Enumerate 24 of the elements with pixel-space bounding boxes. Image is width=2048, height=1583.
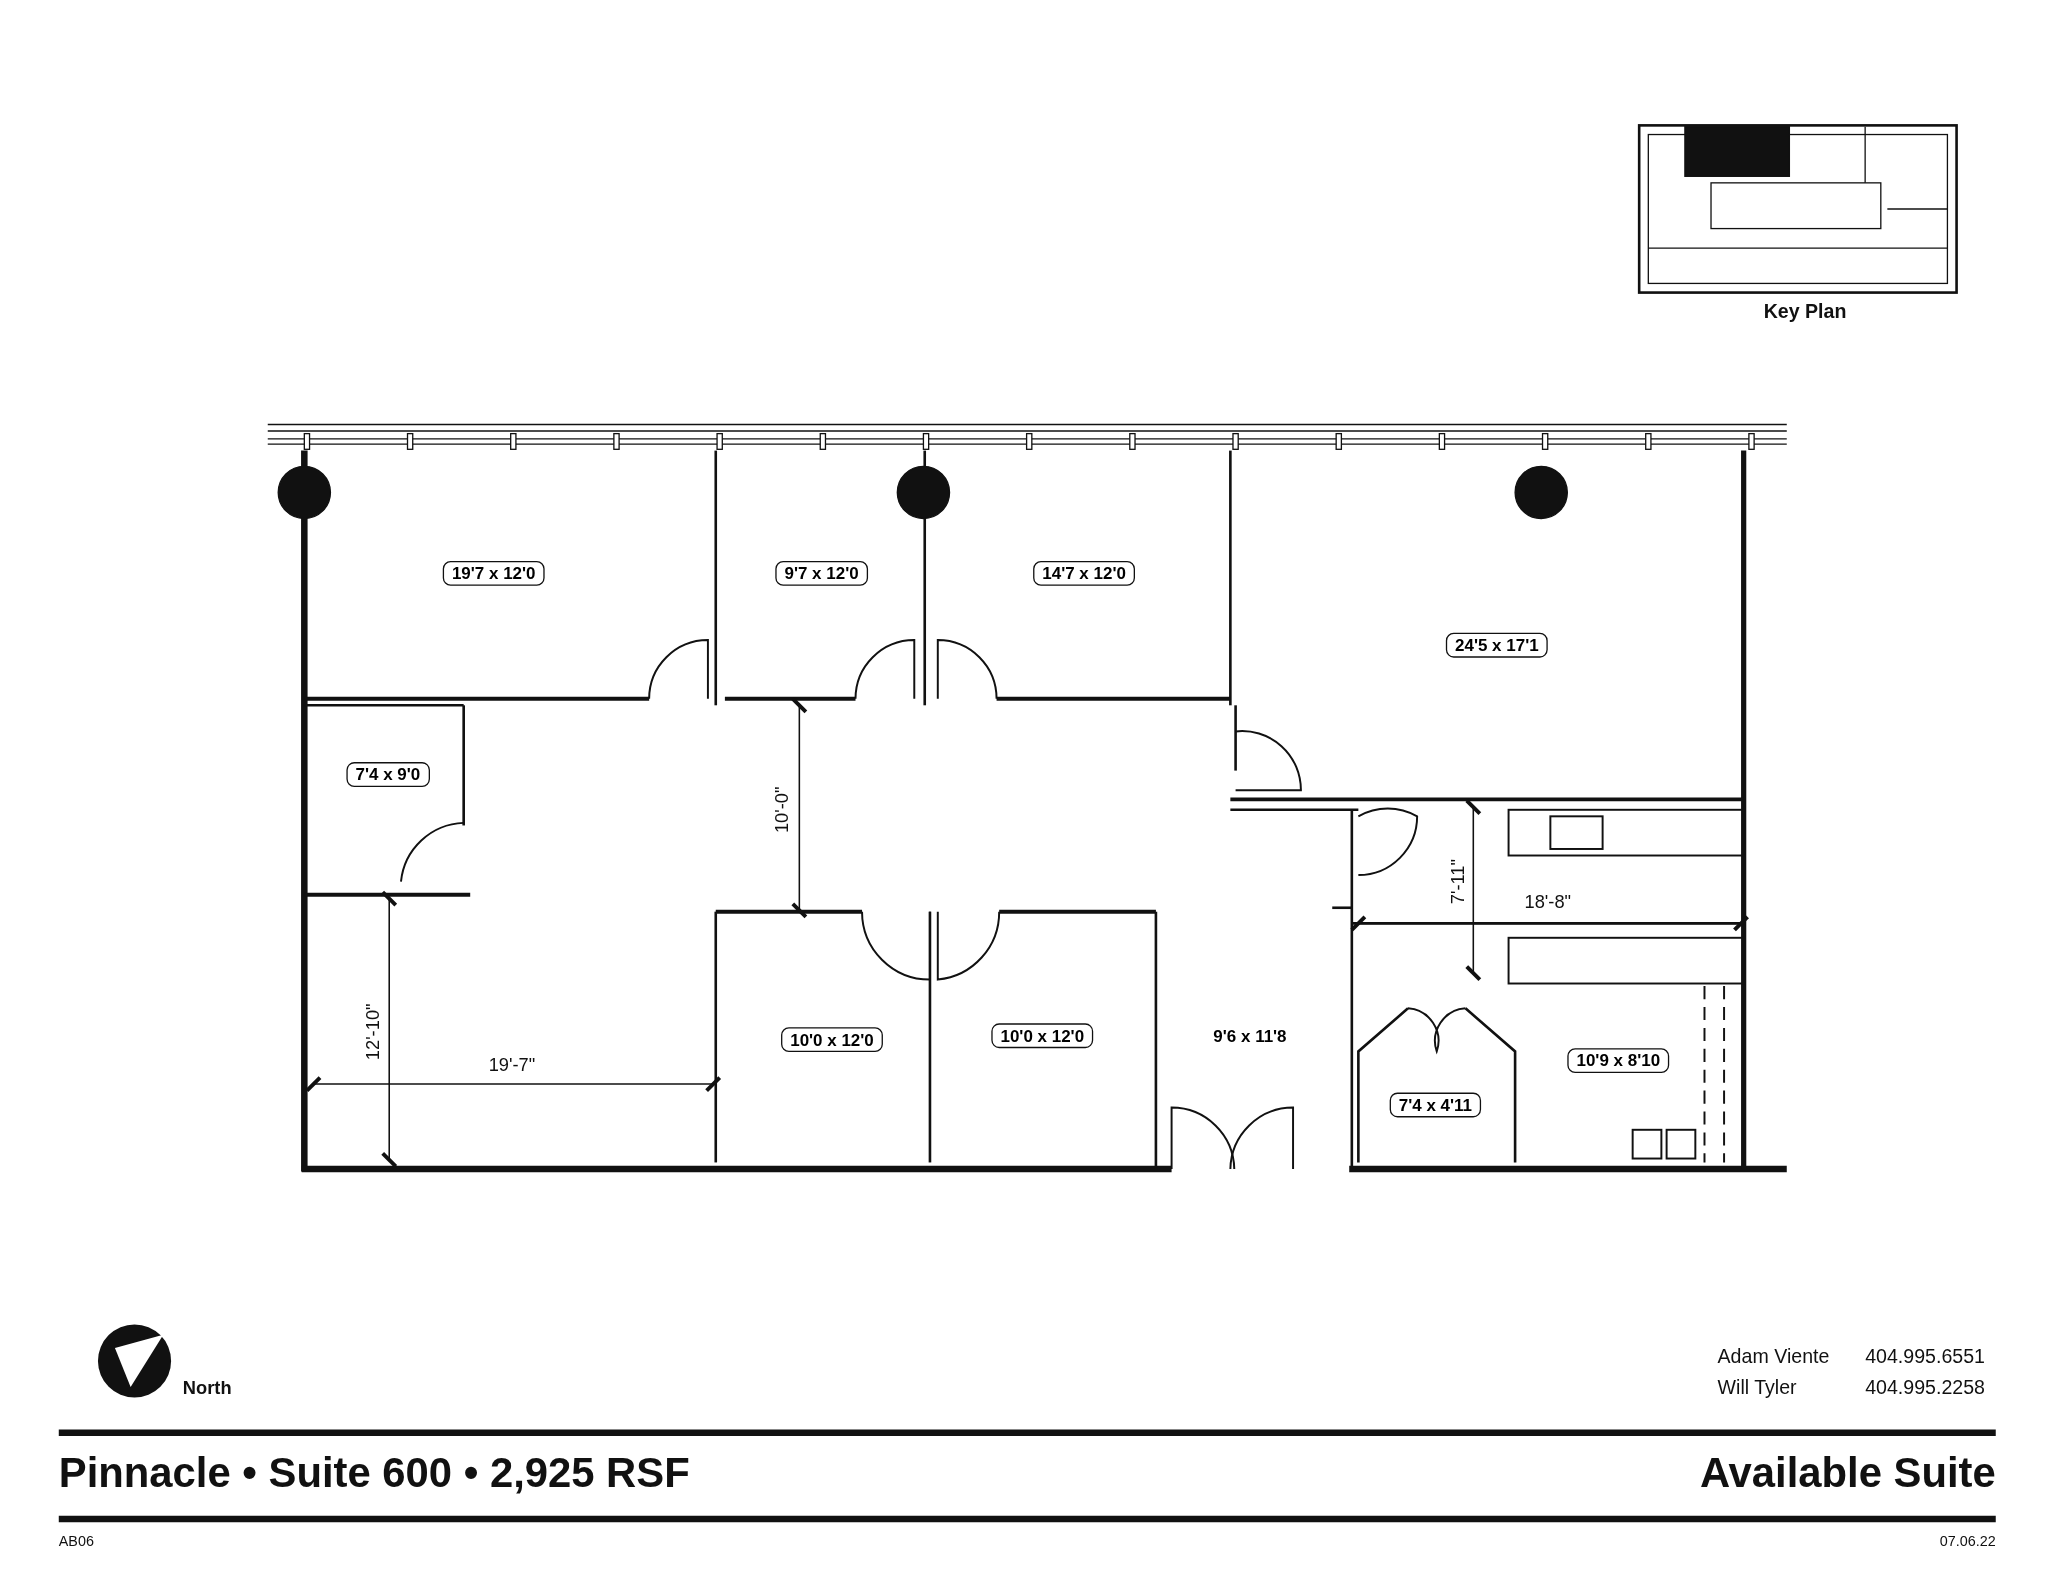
room-size-tag: 10'9 x 8'10 (1567, 1048, 1670, 1073)
dimension-text: 10'-0" (770, 786, 792, 834)
dimension-text: 7'-11" (1447, 859, 1469, 905)
contact-name: Will Tyler (1717, 1376, 1797, 1399)
plan-title: Pinnacle • Suite 600 • 2,925 RSF (58, 1449, 690, 1498)
room-size-tag: 7'4 x 4'11 (1389, 1092, 1482, 1118)
date-text: 07.06.22 (1939, 1533, 1996, 1550)
dimension-text: 12'-10" (361, 1003, 383, 1061)
room-size-tag: 7'4 x 9'0 (346, 762, 430, 787)
phone-number: 404.995.2258 (1865, 1376, 1985, 1399)
dimension-text: 19'-7" (488, 1054, 536, 1075)
caption-text: Key Plan (1763, 299, 1847, 322)
dimension-text: 18'-8" (1524, 890, 1572, 912)
room-size-tag: 9'7 x 12'0 (775, 561, 868, 586)
room-size-tag: 19'7 x 12'0 (442, 561, 545, 586)
compass-label: North (182, 1376, 232, 1398)
status-heading: Available Suite (1700, 1449, 1996, 1498)
room-size-tag: 14'7 x 12'0 (1033, 561, 1136, 586)
room-size-tag: 24'5 x 17'1 (1445, 632, 1548, 658)
sheet-code: AB06 (58, 1533, 94, 1550)
contact-name: Adam Viente (1717, 1344, 1830, 1367)
room-size-tag: 10'0 x 12'0 (781, 1027, 883, 1053)
room-size-tag: 10'0 x 12'0 (991, 1023, 1094, 1049)
phone-number: 404.995.6551 (1865, 1344, 1985, 1367)
